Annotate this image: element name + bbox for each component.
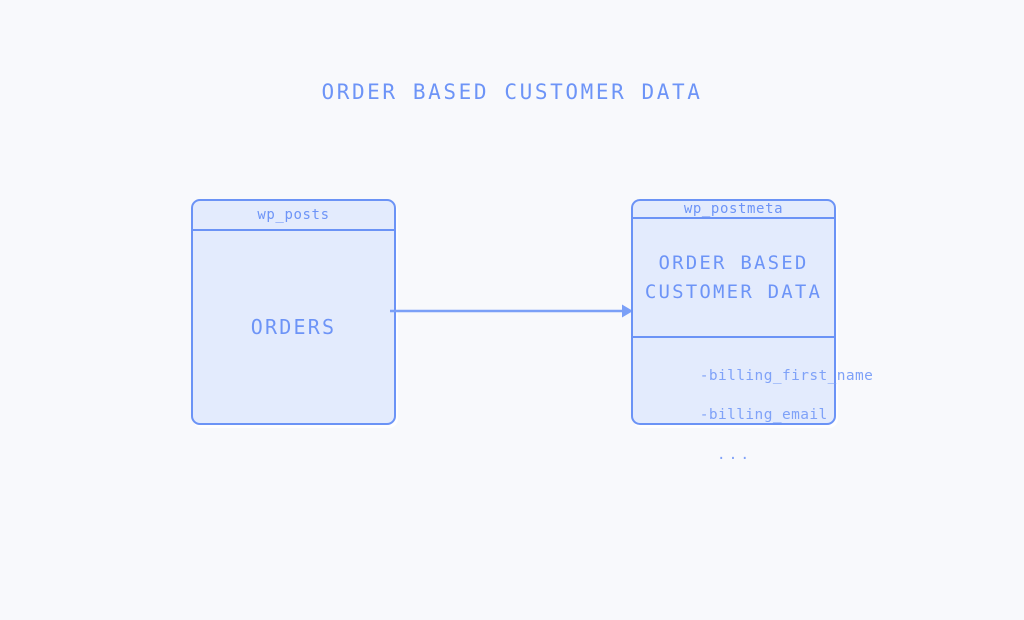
meta-key-billing-email: -billing_email: [699, 407, 828, 424]
entity-wp-posts-body: ORDERS: [193, 231, 394, 423]
meta-key-ellipsis: ...: [716, 446, 753, 463]
entity-wp-postmeta-footer: -billing_first_name -billing_email ...: [633, 336, 873, 505]
entity-wp-posts-header: wp_posts: [193, 201, 394, 231]
entity-wp-postmeta-body-line-2: CUSTOMER DATA: [644, 280, 823, 303]
page-title: ORDER BASED CUSTOMER DATA: [321, 80, 703, 104]
connector-wp-posts-to-wp-postmeta: [390, 296, 634, 326]
meta-key-billing-first-name: -billing_first_name: [699, 367, 874, 384]
entity-wp-postmeta[interactable]: wp_postmeta ORDER BASED CUSTOMER DATA -b…: [631, 199, 873, 463]
entity-wp-postmeta-body-line-1: ORDER BASED: [658, 251, 809, 274]
arrow-right-icon: [390, 304, 633, 318]
entity-wp-postmeta-body: ORDER BASED CUSTOMER DATA: [633, 219, 834, 336]
entity-wp-postmeta-header: wp_postmeta: [633, 201, 834, 219]
entity-wp-posts[interactable]: wp_posts ORDERS: [191, 199, 396, 425]
connector-arrowhead: [622, 304, 633, 318]
entity-wp-posts-body-line-1: ORDERS: [250, 315, 337, 339]
